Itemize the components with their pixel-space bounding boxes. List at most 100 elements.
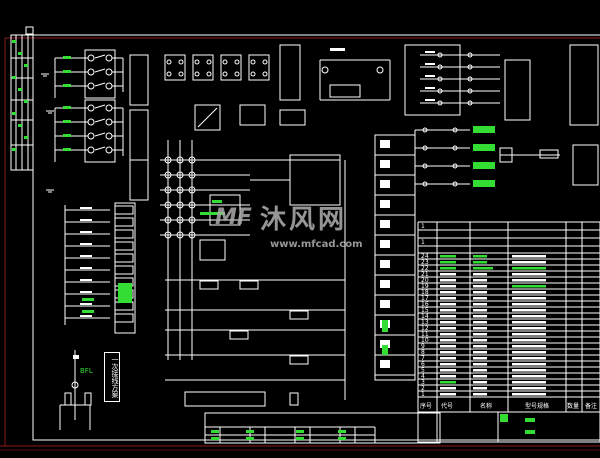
switch-box [84,99,116,163]
label-box [114,265,134,275]
table-cell-name [473,393,487,396]
terminal-symbol [178,71,184,77]
meter-box [194,104,221,131]
table-cell-name [473,297,487,300]
terminal-symbol [437,76,443,82]
table-cell-name [473,345,487,348]
table-cell-code [440,321,456,324]
relay-box [199,239,226,261]
terminal-symbol [250,59,256,65]
table-cell-code [440,279,456,282]
table-cell-spec [512,321,546,324]
terminal-symbol [87,146,95,154]
table-cell-code [440,273,456,276]
table-cell-spec [512,393,546,396]
table-cell-code [440,261,456,264]
table-cell-spec [512,387,546,390]
table-cell-name [473,321,487,324]
green-text-block [246,437,254,440]
table-row-number: 9 [421,343,425,350]
label-box [114,241,134,251]
component-symbol [289,392,299,406]
terminal-symbol [321,66,329,74]
green-text-block [338,437,346,440]
table-cell-code [440,303,456,306]
text-block [330,48,345,51]
table-cell-name [473,351,487,354]
terminal-symbol [164,201,172,209]
label-box [329,84,361,98]
terminal-symbol [188,171,196,179]
table-row-number: 16 [421,301,429,308]
label-box [129,109,149,161]
table-row-number: 1 [421,391,425,398]
wire [197,107,218,128]
terminal-symbol [105,104,113,112]
table-cell-name [473,291,487,294]
table-cell-spec [512,297,546,300]
table-row-number: 11 [421,331,429,338]
component-symbol [289,310,309,320]
terminal-symbol [206,71,212,77]
component-symbol [199,280,219,290]
function-label [380,300,390,308]
table-cell-name [473,363,487,366]
table-cell-code [440,255,456,258]
green-text-block [12,76,16,79]
green-text-block [246,430,254,433]
green-text-block [18,52,22,55]
relay-box [164,54,186,81]
green-text-block [12,40,16,43]
terminal-symbol [262,59,268,65]
function-label [380,240,390,248]
table-cell-spec [512,255,546,258]
label-box [114,313,134,323]
terminal-symbol [178,59,184,65]
function-label [380,180,390,188]
terminal-symbol [164,231,172,239]
table-header: 名称 [480,403,493,410]
terminal-symbol [188,156,196,164]
terminal-symbol [437,64,443,70]
table-cell-name [473,315,487,318]
terminal-symbol [166,59,172,65]
table-row-number: 15 [421,307,429,314]
relay-box [220,54,242,81]
label-box [129,54,149,106]
terminal-symbol [467,100,473,106]
terminal-symbol [188,201,196,209]
table-row-number: 3 [421,379,425,386]
table-row-number: 17 [421,295,429,302]
table-header: 型号规格 [525,403,550,410]
green-text-block [12,148,16,151]
label-box [572,144,599,186]
switch-box [84,49,116,99]
table-cell-spec [512,291,546,294]
table-cell-name [473,375,487,378]
terminal-symbol [194,71,200,77]
table-cell-name [473,273,487,276]
table-row-number: 5 [421,367,425,374]
table-header: 数量 [567,403,580,410]
green-text-block [63,134,71,137]
green-text-block [473,126,495,133]
table-row-number: 20 [421,277,429,284]
table-cell-code [440,381,456,384]
table-row-number: 24 [421,253,429,260]
terminal-symbol [87,104,95,112]
text-block [425,63,435,65]
green-text-block [82,298,94,301]
green-text-block [500,414,508,422]
table-cell-code [440,333,456,336]
wire [94,146,106,151]
terminal-symbol [422,181,428,187]
table-row-number: 23 [421,259,429,266]
meter-box [499,147,513,163]
label-column [114,202,136,334]
table-row-number: 22 [421,265,429,272]
terminal-symbol [105,82,113,90]
wire [94,82,106,87]
table-cell-name [473,369,487,372]
table-header: 代号 [441,403,454,410]
